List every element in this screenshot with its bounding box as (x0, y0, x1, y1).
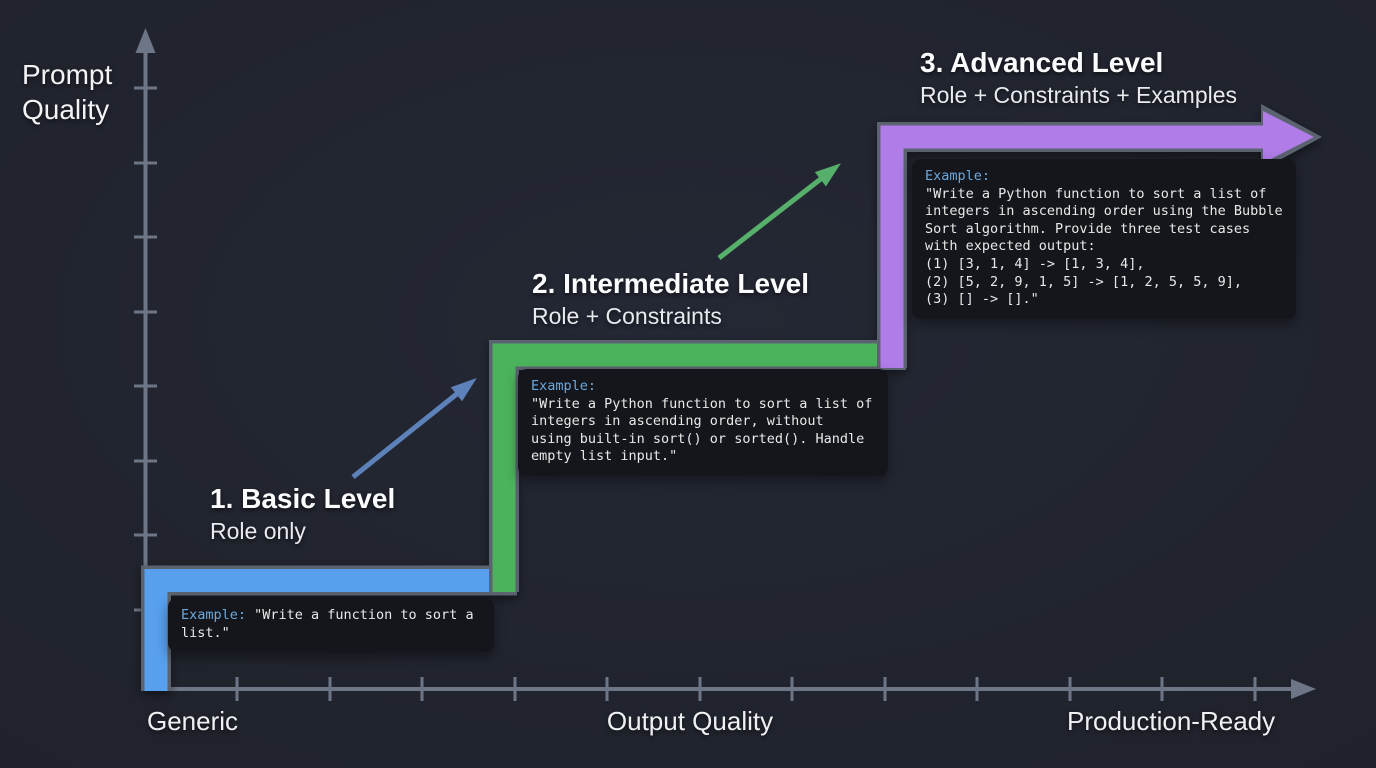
basic-level-title: 1. Basic Level (210, 483, 396, 514)
basic-example-text: "Write a function to sort a list." (181, 607, 474, 641)
advanced-example-label: Example: (925, 168, 991, 184)
advanced-example-box: Example:"Write a Python function to sort… (912, 159, 1296, 319)
basic-level-heading: 1. Basic Level Role only (210, 482, 395, 547)
intermediate-example-box: Example:"Write a Python function to sort… (518, 369, 888, 476)
intermediate-example-text: "Write a Python function to sort a list … (531, 395, 873, 465)
intermediate-example-label: Example: (531, 378, 597, 394)
arrow-intermediate-to-advanced (717, 163, 841, 260)
advanced-level-subtitle: Role + Constraints + Examples (920, 82, 1238, 108)
x-axis-label-output-quality: Output Quality (606, 706, 774, 736)
y-axis-label: Prompt Quality (22, 59, 113, 125)
advanced-level-title: 3. Advanced Level (920, 47, 1164, 78)
arrow-basic-to-intermediate (351, 378, 477, 479)
intermediate-level-heading: 2. Intermediate Level Role + Constraints (532, 267, 809, 332)
advanced-example-text: "Write a Python function to sort a list … (925, 185, 1283, 308)
intermediate-step-bar (489, 340, 906, 592)
basic-example-label: Example: (181, 607, 247, 623)
basic-example-box: Example:"Write a function to sort a list… (168, 598, 494, 653)
advanced-level-heading: 3. Advanced Level Role + Constraints + E… (920, 46, 1237, 111)
x-axis-label-production-ready: Production-Ready (1067, 706, 1276, 736)
advanced-arrowhead (1263, 111, 1314, 163)
intermediate-level-title: 2. Intermediate Level (532, 268, 810, 299)
basic-step-bar (141, 565, 517, 691)
intermediate-level-subtitle: Role + Constraints (532, 303, 722, 329)
axes (134, 28, 1316, 701)
basic-level-subtitle: Role only (210, 518, 306, 544)
advanced-step-bar (877, 104, 1322, 368)
x-axis-label-generic: Generic (147, 706, 239, 736)
